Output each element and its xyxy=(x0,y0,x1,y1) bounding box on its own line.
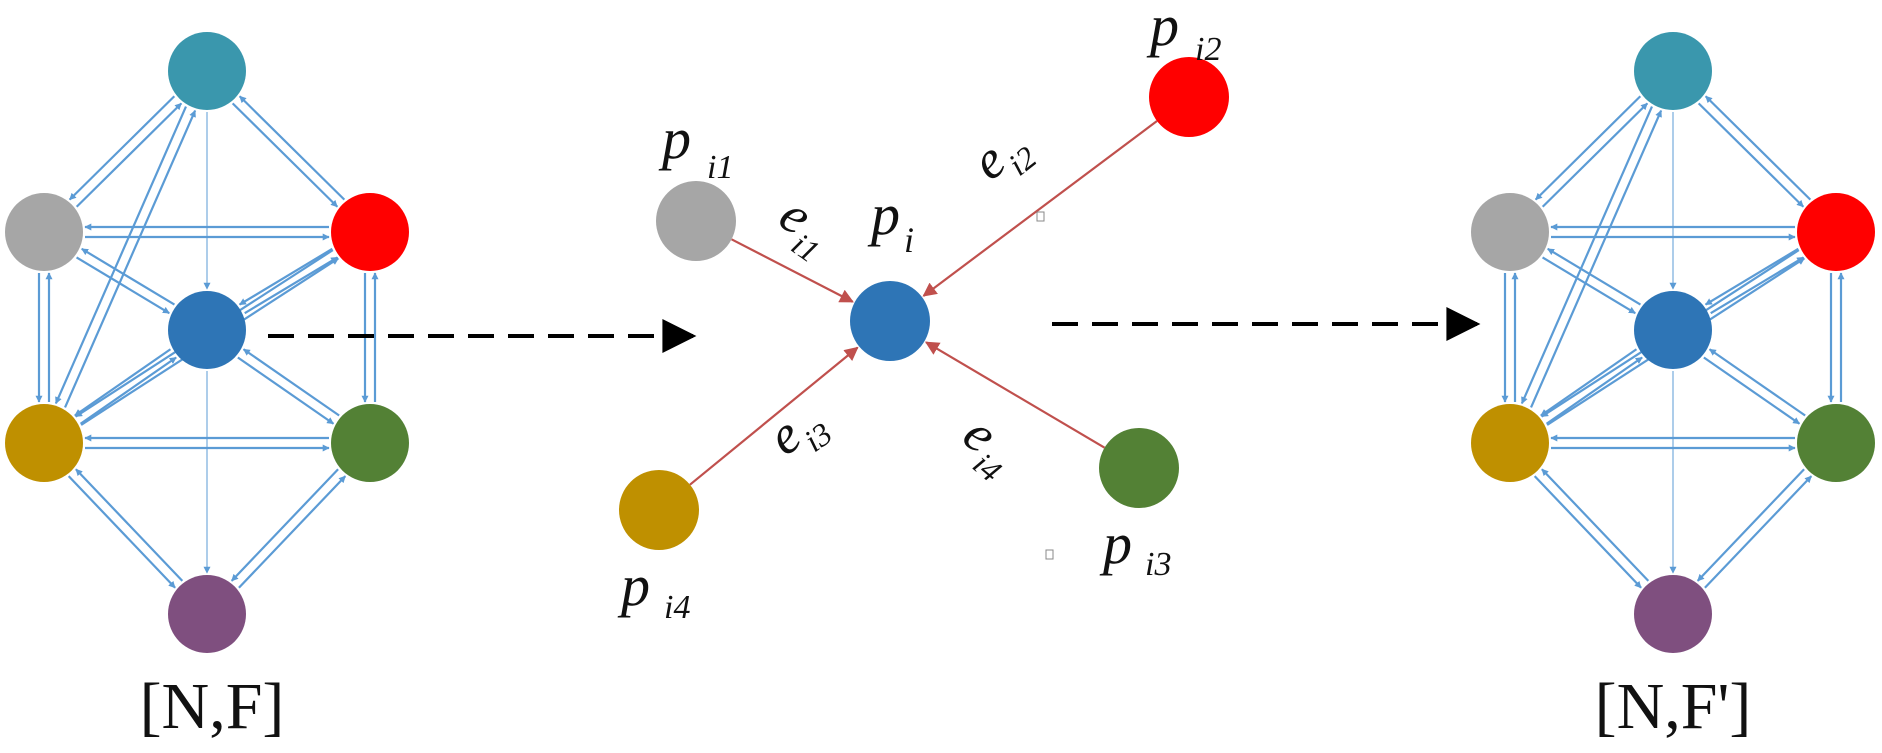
neighbor-label-i1: p xyxy=(658,106,691,171)
graph-edge-blue-green xyxy=(1703,356,1801,425)
graph-edge-green-purple xyxy=(230,468,339,582)
edge-label-i2: ei2 xyxy=(960,129,1043,191)
graph-left-label: [N,F] xyxy=(140,670,285,743)
neighbor-node-i1 xyxy=(656,181,736,261)
node-purple xyxy=(168,575,246,653)
neighbor-label-i4: p xyxy=(617,553,650,618)
placeholder-glyph xyxy=(1036,211,1045,222)
graph-edge-purple-green xyxy=(238,475,347,589)
graph-edge-purple-gold xyxy=(1541,468,1650,582)
graph-edge-purple-gold xyxy=(75,468,184,582)
node-gold xyxy=(1471,404,1549,482)
node-teal xyxy=(168,32,246,110)
graph-edge-green-blue xyxy=(242,348,340,417)
node-gray xyxy=(5,193,83,271)
graph-edge-gray-blue xyxy=(1541,256,1636,315)
graph-edge-blue-red xyxy=(1710,256,1805,315)
graph-edge-teal-gray xyxy=(68,95,176,201)
graph-edge-teal-gray xyxy=(1534,95,1642,201)
star-edge-i4 xyxy=(689,346,859,486)
graph-edge-green-blue xyxy=(1708,348,1806,417)
neighbor-sublabel-i2: i2 xyxy=(1195,31,1221,68)
graph-edge-gold-teal xyxy=(1530,109,1663,408)
graph-edge-blue-gray xyxy=(1547,247,1642,306)
node-blue xyxy=(1634,291,1712,369)
node-teal xyxy=(1634,32,1712,110)
graph-edge-teal-red xyxy=(231,102,339,208)
neighbor-label-i3: p xyxy=(1099,511,1132,576)
star-edge-i3 xyxy=(924,341,1106,449)
graph-left xyxy=(5,32,409,653)
graph-edge-red-teal xyxy=(238,95,346,201)
neighbor-label-i2: p xyxy=(1146,0,1179,58)
graph-edge-green-purple xyxy=(1696,468,1805,582)
edge-label-i3: ei3 xyxy=(757,404,839,467)
graph-edge-gray-blue xyxy=(75,256,170,315)
graph-edge-gold-blue xyxy=(79,356,177,425)
placeholder-glyph xyxy=(1045,549,1054,560)
graph-edge-blue-green xyxy=(237,356,335,425)
graph-edge-blue-gold xyxy=(74,348,172,417)
graph-nodes xyxy=(1471,32,1875,653)
neighbor-node-i2 xyxy=(1149,57,1229,137)
node-green xyxy=(1797,404,1875,482)
graph-right xyxy=(1471,32,1875,653)
node-blue xyxy=(168,291,246,369)
graph-edge-teal-gold xyxy=(1520,106,1653,405)
center-node-label: p xyxy=(867,182,900,247)
neighbor-sublabel-i3: i3 xyxy=(1145,546,1171,583)
graph-edge-teal-gold xyxy=(54,106,187,405)
node-green xyxy=(331,404,409,482)
neighbor-node-i3 xyxy=(1099,428,1179,508)
edge-label-i1: ei1 xyxy=(769,184,826,270)
graph-edge-purple-green xyxy=(1704,475,1813,589)
star-edge-i1 xyxy=(731,238,854,303)
node-gold xyxy=(5,404,83,482)
neighbor-node-i4 xyxy=(619,470,699,550)
graph-edges xyxy=(1501,95,1845,589)
graph-edge-blue-red xyxy=(244,256,339,315)
graph-edge-gold-purple xyxy=(1533,475,1642,589)
graph-edge-gray-teal xyxy=(75,102,183,208)
graph-edge-red-blue xyxy=(238,247,333,306)
graph-edge-blue-gold xyxy=(1540,348,1638,417)
center-node xyxy=(850,281,930,361)
graph-right-label: [N,F'] xyxy=(1595,670,1752,743)
graph-edge-teal-red xyxy=(1697,102,1805,208)
node-red xyxy=(331,193,409,271)
star-edge-i2 xyxy=(922,120,1158,297)
node-gray xyxy=(1471,193,1549,271)
center-node-sub: i xyxy=(904,220,914,260)
graph-edge-gray-teal xyxy=(1541,102,1649,208)
node-red xyxy=(1797,193,1875,271)
node-purple xyxy=(1634,575,1712,653)
edge-label-i4: ei4 xyxy=(952,403,1009,489)
graph-edge-gold-purple xyxy=(67,475,176,589)
graph-edge-blue-gray xyxy=(81,247,176,306)
neighbor-sublabel-i4: i4 xyxy=(664,589,690,626)
graph-edge-gold-blue xyxy=(1545,356,1643,425)
graph-edge-red-blue xyxy=(1704,247,1799,306)
star-edges xyxy=(689,120,1158,486)
graph-edge-gold-teal xyxy=(64,109,197,408)
graph-nodes xyxy=(5,32,409,653)
neighbor-sublabel-i1: i1 xyxy=(707,149,733,186)
graph-edge-red-teal xyxy=(1704,95,1812,201)
